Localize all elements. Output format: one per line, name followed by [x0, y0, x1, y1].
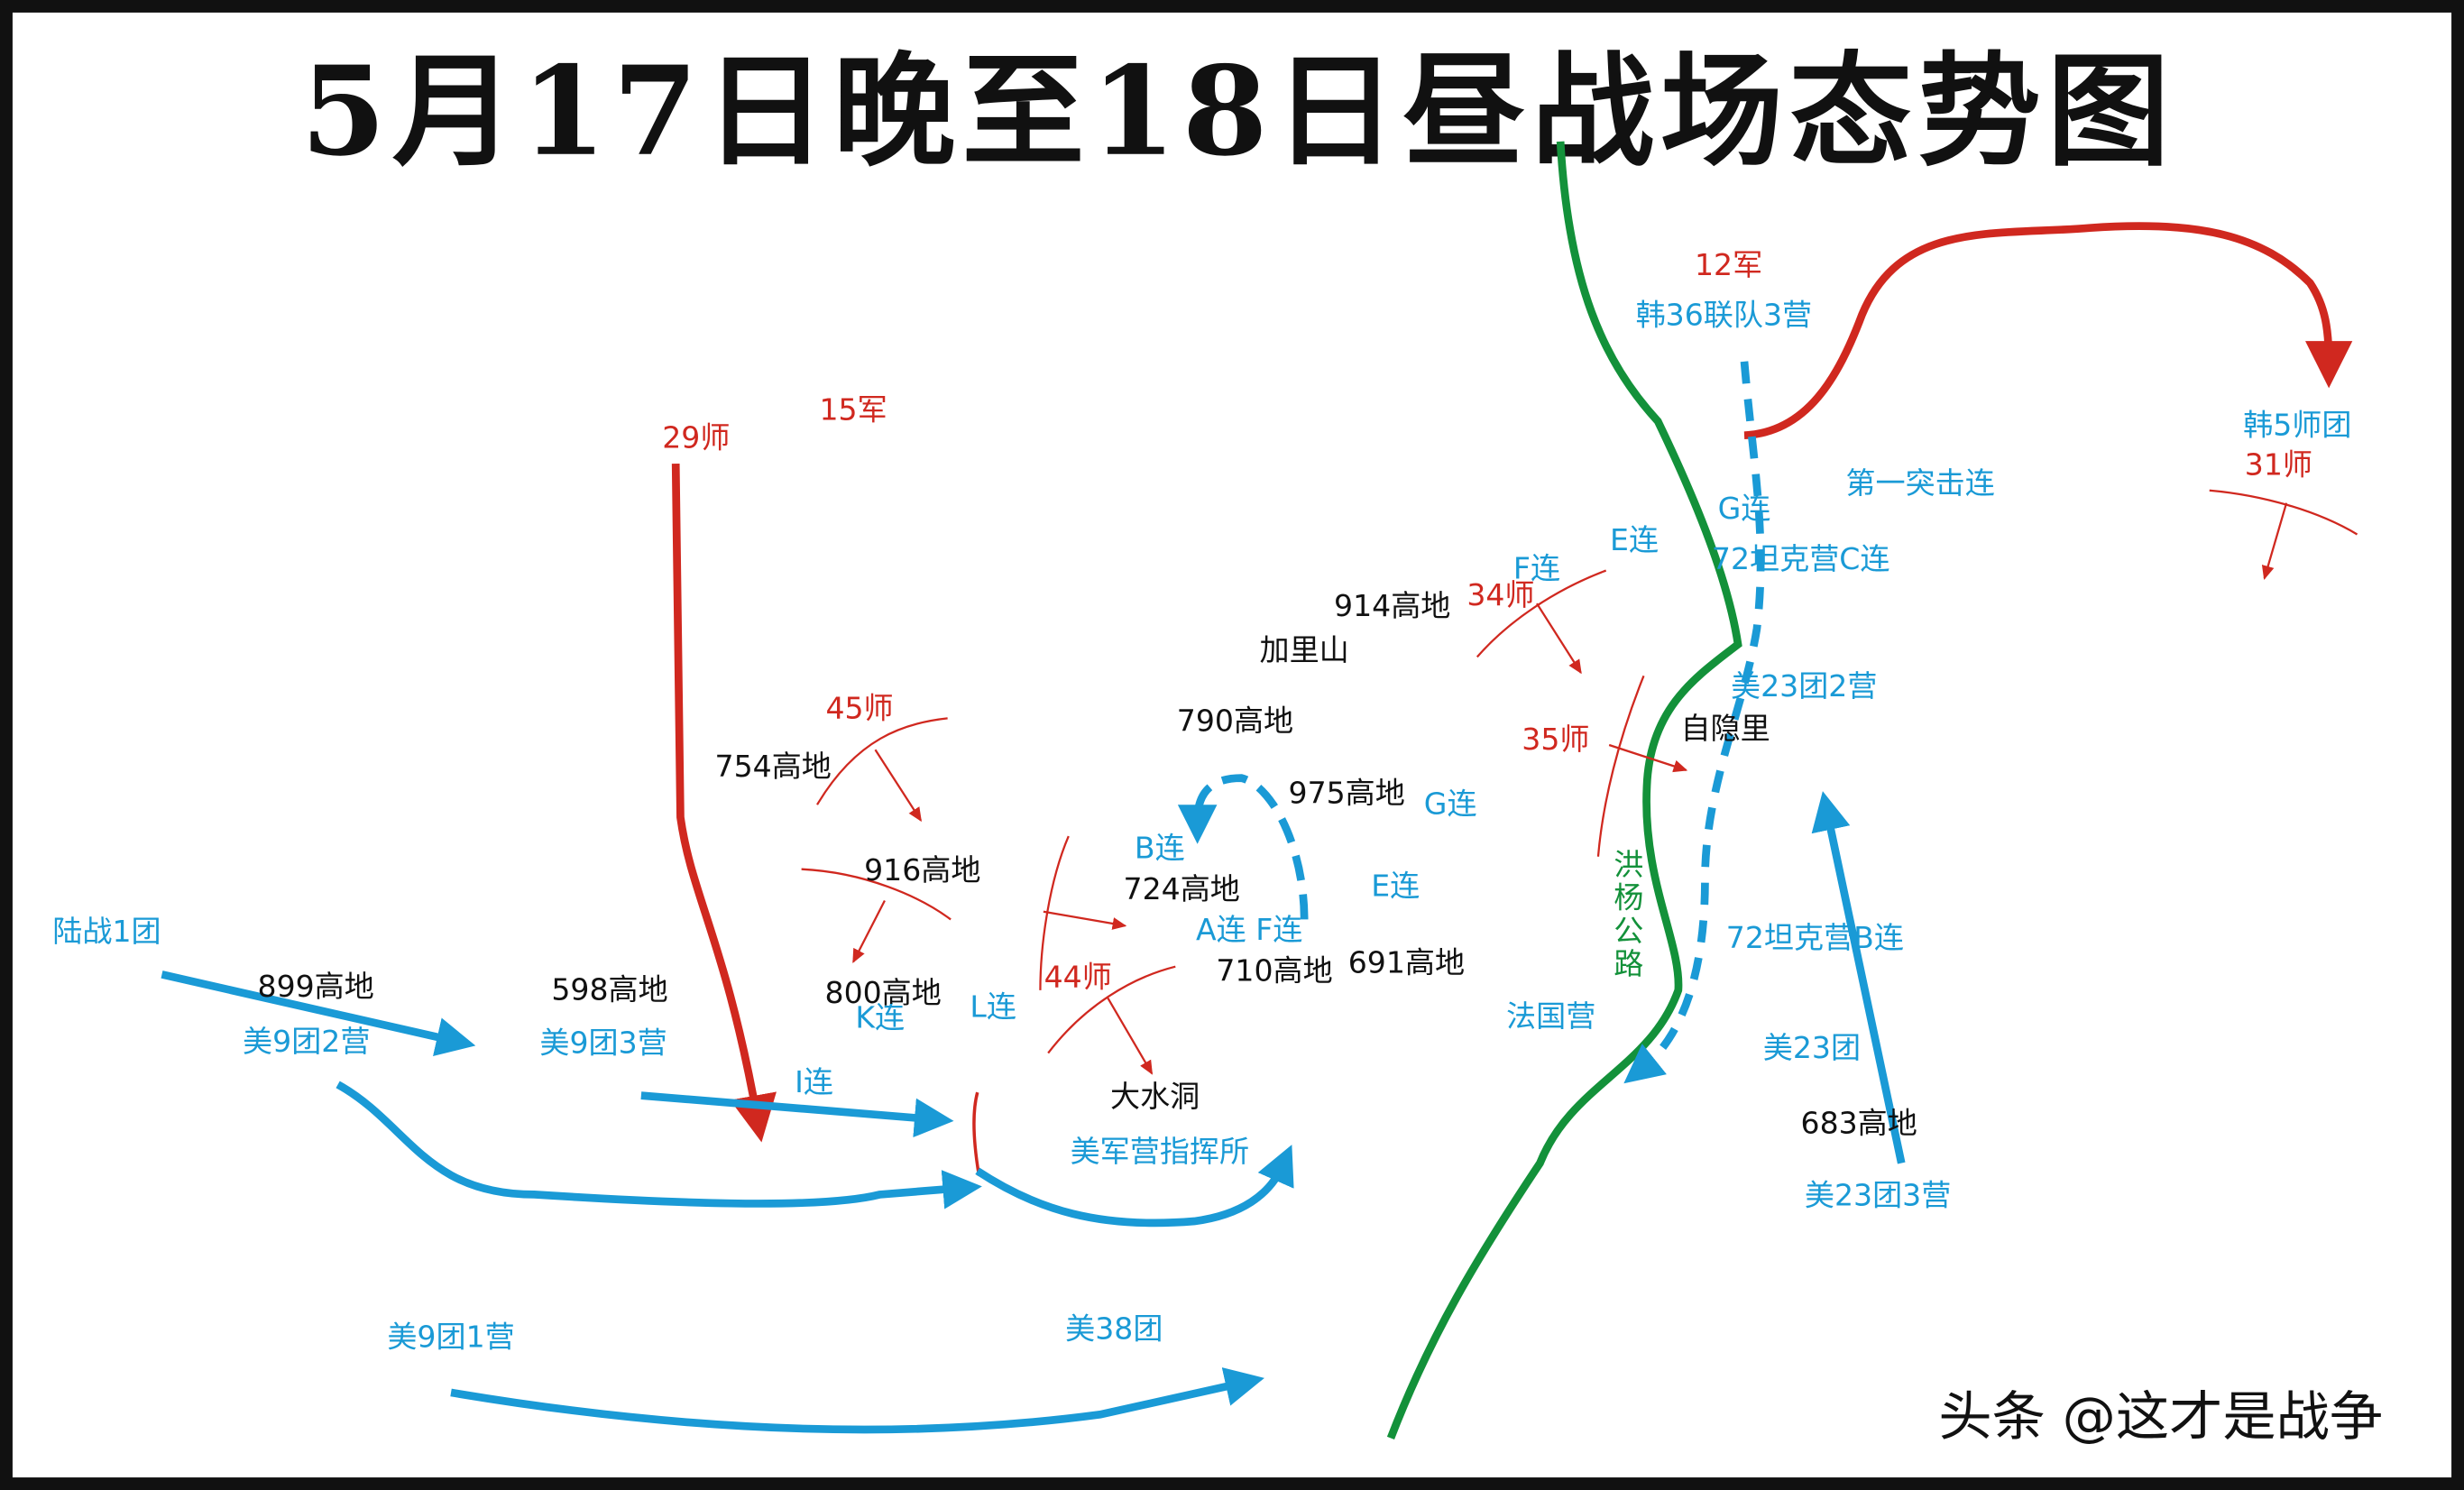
blue-dashed-withdrawal — [1623, 361, 1765, 1084]
army12-attack-arrow — [1743, 222, 2353, 440]
label-g-co-north: G连 — [1718, 491, 1771, 526]
label-tank72-b: 72坦克营B连 — [1726, 920, 1904, 955]
label-h914: 914高地 — [1334, 588, 1450, 623]
label-b-co: B连 — [1135, 830, 1185, 865]
label-us-bn-cp: 美军营指挥所 — [1071, 1134, 1250, 1169]
label-army-12: 12军 — [1695, 247, 1762, 282]
label-rok-36-3bn: 韩36联队3营 — [1636, 298, 1813, 333]
label-us9-1bn: 美9团1营 — [387, 1319, 514, 1354]
label-h916: 916高地 — [864, 852, 980, 888]
div35-attack-mark — [1596, 675, 1688, 857]
label-us38: 美38团 — [1065, 1311, 1163, 1347]
label-h683: 683高地 — [1801, 1105, 1917, 1140]
red-short-mark — [972, 1091, 981, 1176]
label-k-co: K连 — [855, 1000, 905, 1035]
label-daesudong: 大水洞 — [1110, 1079, 1200, 1114]
label-h790: 790高地 — [1177, 703, 1293, 738]
label-g-co: G连 — [1424, 786, 1477, 822]
label-h710: 710高地 — [1216, 952, 1332, 988]
label-l-co: L连 — [970, 989, 1016, 1024]
label-road: 洪杨公路 — [1609, 849, 1644, 980]
div45-attack-mark — [801, 717, 952, 964]
map-title: 5月17日晚至18日昼战场态势图 — [300, 40, 2175, 184]
label-h754: 754高地 — [715, 749, 832, 784]
us-cp-arrow — [975, 1145, 1294, 1228]
label-rok-5div: 韩5师团 — [2243, 408, 2351, 443]
label-h724: 724高地 — [1124, 871, 1240, 906]
label-div-44: 44师 — [1044, 959, 1112, 994]
div29-attack-arrow — [671, 464, 777, 1143]
label-h975: 975高地 — [1289, 775, 1405, 810]
div31-attack-mark — [2209, 489, 2358, 580]
b-co-dashed-loop — [1177, 774, 1309, 920]
label-h691: 691高地 — [1348, 945, 1465, 980]
watermark: 头条 @这才是战争 — [1938, 1385, 2383, 1448]
label-us9-2bn: 美9团2营 — [243, 1024, 370, 1059]
label-gariisan: 加里山 — [1260, 632, 1349, 667]
label-a-f-co: A连 F连 — [1196, 912, 1302, 947]
label-h598: 598高地 — [551, 971, 667, 1007]
us23-advance-arrow — [1811, 791, 1906, 1164]
label-marine1: 陆战1团 — [52, 914, 161, 949]
label-us23-3bn: 美23团3营 — [1805, 1178, 1951, 1213]
label-first-assault-co: 第一突击连 — [1845, 465, 1994, 501]
label-h800: 800高地 — [825, 975, 942, 1010]
label-us9-3bn: 美9团3营 — [539, 1026, 667, 1061]
us9-2bn-advance-arrow — [336, 1081, 982, 1209]
label-jaeunri: 自隐里 — [1680, 711, 1770, 746]
label-div-35: 35师 — [1522, 722, 1589, 757]
label-us23: 美23团 — [1763, 1030, 1861, 1065]
marine1-advance-arrow — [161, 970, 476, 1056]
label-div-29: 29师 — [662, 420, 730, 455]
label-f-co: F连 — [1513, 550, 1560, 585]
us9-1bn-advance-arrow — [450, 1367, 1264, 1434]
label-div-34: 34师 — [1466, 577, 1534, 612]
label-us23-2bn: 美23团2营 — [1731, 668, 1877, 704]
us9-3bn-advance-arrow — [640, 1091, 954, 1138]
label-i-co: I连 — [795, 1064, 833, 1099]
label-e-co: E连 — [1371, 868, 1420, 903]
label-tank72-c: 72坦克营C连 — [1712, 541, 1890, 576]
label-army-15: 15军 — [819, 391, 887, 427]
div34-attack-mark — [1476, 569, 1607, 675]
label-div-31: 31师 — [2245, 446, 2312, 482]
label-h899: 899高地 — [258, 969, 374, 1004]
hongyang-road — [1386, 141, 1742, 1440]
label-french-bn: 法国营 — [1506, 998, 1595, 1034]
label-e-co-north: E连 — [1610, 522, 1659, 557]
label-div-45: 45师 — [825, 690, 893, 725]
div44-attack-mark — [1039, 835, 1176, 1075]
